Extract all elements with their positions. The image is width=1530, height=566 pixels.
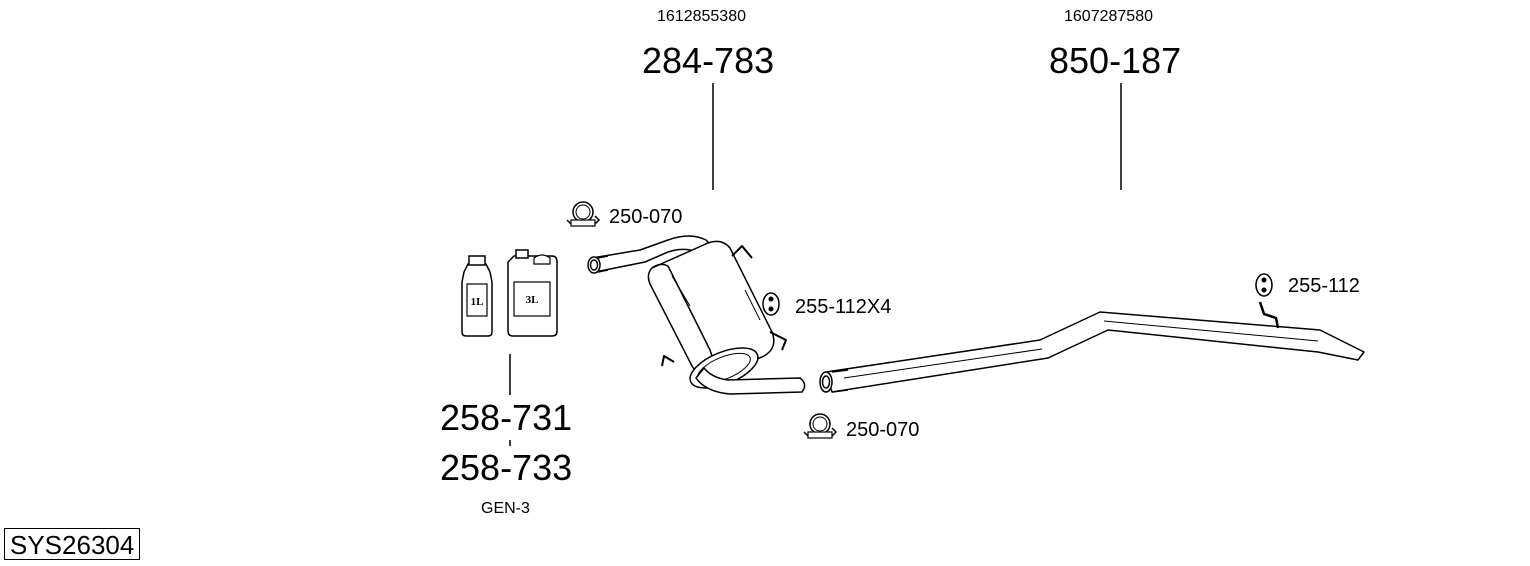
- sealant-series-label: GEN-3: [481, 500, 530, 517]
- part-number-sealant-1: 258-731: [440, 397, 573, 438]
- clamp-front-icon: [566, 201, 601, 228]
- sealant-3l-label: 3L: [526, 294, 539, 306]
- system-id-box: SYS26304: [4, 528, 141, 560]
- part-number-clamp-rear: 250-070: [846, 419, 920, 441]
- part-number-sealant-2: 258-733: [440, 447, 573, 488]
- oem-number-front-muffler: 1612855380: [657, 8, 746, 25]
- hanger-set-icon: [762, 292, 780, 316]
- part-number-front-muffler: 284-783: [642, 40, 775, 81]
- sealant-can-3l-icon: 3L: [507, 249, 558, 337]
- part-number-hanger-set: 255-112X4: [795, 296, 892, 318]
- hanger-single-icon: [1255, 273, 1273, 297]
- part-number-hanger-single: 255-112: [1288, 275, 1360, 297]
- sealant-1l-label: 1L: [471, 296, 484, 308]
- rear-pipe-icon: [819, 301, 1365, 393]
- part-number-clamp-front: 250-070: [609, 206, 683, 228]
- clamp-rear-icon: [803, 413, 838, 440]
- part-number-rear-pipe: 850-187: [1049, 40, 1182, 81]
- oem-number-rear-pipe: 1607287580: [1064, 8, 1153, 25]
- sealant-bottle-1l-icon: 1L: [461, 255, 493, 337]
- front-muffler-icon: [587, 235, 806, 395]
